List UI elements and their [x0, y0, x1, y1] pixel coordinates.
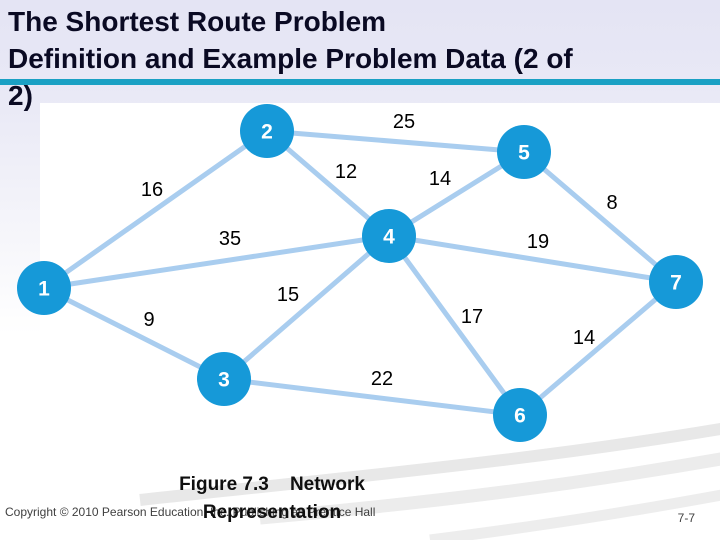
page-title-line2: Definition and Example Problem Data (2 o… — [8, 43, 573, 74]
figure-caption-line2: Representation — [202, 502, 342, 523]
node-circle-5 — [497, 125, 551, 179]
copyright-text: Copyright © 2010 Pearson Education, Inc.… — [5, 505, 376, 519]
edge-weight-label-2-4: 12 — [335, 161, 357, 183]
node-number-6: 6 — [514, 405, 526, 428]
node-number-3: 3 — [218, 369, 230, 392]
edge-weight-label-4-7: 19 — [527, 231, 549, 253]
edge-weight-label-3-4: 15 — [277, 284, 299, 306]
page-title-line1: The Shortest Route Problem — [8, 6, 387, 37]
edge-6-7 — [517, 279, 679, 418]
edge-weight-label-1-2: 16 — [141, 179, 163, 201]
edge-weight-label-2-5: 25 — [393, 111, 415, 133]
node-number-7: 7 — [670, 272, 682, 295]
node-number-1: 1 — [38, 278, 50, 301]
edge-1-4 — [41, 233, 392, 291]
node-circle-7 — [649, 255, 703, 309]
edge-weight-label-4-5: 14 — [429, 168, 451, 190]
node-number-5: 5 — [518, 142, 530, 165]
node-number-2: 2 — [261, 121, 273, 144]
edge-5-7 — [521, 149, 679, 285]
page-number: 7-7 — [677, 511, 695, 525]
node-circle-2 — [240, 104, 294, 158]
node-1: 1 — [17, 261, 71, 315]
figure-caption: Figure 7.3 Network Representation — [92, 471, 452, 527]
edge-weight-label-1-3: 9 — [143, 309, 154, 331]
swoosh-lower — [429, 489, 720, 540]
edge-3-4 — [221, 233, 392, 382]
edge-weight-label-6-7: 14 — [573, 327, 595, 349]
swoosh-upper — [139, 422, 720, 506]
node-6: 6 — [493, 388, 547, 442]
node-number-4: 4 — [383, 226, 395, 249]
edge-weight-label-5-7: 8 — [606, 192, 617, 214]
edge-1-3 — [41, 285, 227, 382]
edge-weight-label-3-6: 22 — [371, 368, 393, 390]
edge-weight-label-4-6: 17 — [461, 306, 483, 328]
edge-weight-label-1-4: 35 — [219, 228, 241, 250]
edge-4-6 — [386, 233, 523, 418]
page-title-line3: 2) — [8, 80, 33, 111]
diagram-panel — [40, 103, 720, 460]
node-circle-6 — [493, 388, 547, 442]
edge-4-7 — [386, 233, 679, 285]
edge-2-5 — [264, 128, 527, 155]
node-circle-1 — [17, 261, 71, 315]
swoosh-middle — [259, 452, 720, 525]
edge-1-2 — [41, 128, 270, 291]
node-4: 4 — [362, 209, 416, 263]
node-3: 3 — [197, 352, 251, 406]
node-circle-3 — [197, 352, 251, 406]
figure-caption-line1: Figure 7.3 Network — [179, 474, 365, 495]
edge-3-6 — [221, 376, 523, 418]
title-rule — [0, 79, 720, 85]
page-title: The Shortest Route Problem Definition an… — [8, 3, 708, 114]
node-7: 7 — [649, 255, 703, 309]
node-5: 5 — [497, 125, 551, 179]
node-2: 2 — [240, 104, 294, 158]
node-circle-4 — [362, 209, 416, 263]
